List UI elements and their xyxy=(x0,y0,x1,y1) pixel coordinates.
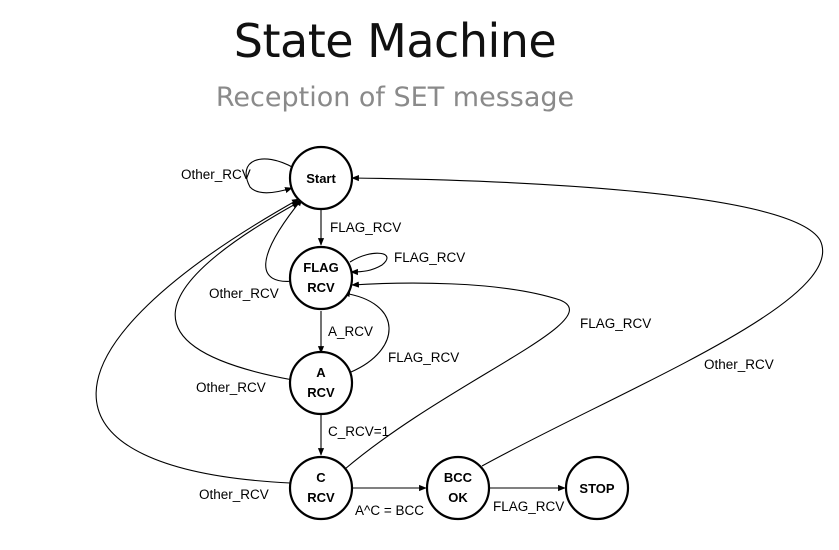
edge-c-to-start xyxy=(95,198,300,484)
svg-text:OK: OK xyxy=(448,490,468,505)
label-start-self: Other_RCV xyxy=(181,167,251,182)
edge-bcc-to-start xyxy=(351,175,824,467)
svg-text:A: A xyxy=(316,365,326,380)
svg-text:C: C xyxy=(316,470,326,485)
label-flag-to-start: Other_RCV xyxy=(209,286,279,301)
edge-a-to-start xyxy=(174,201,300,381)
label-c-to-start: Other_RCV xyxy=(199,487,269,502)
label-start-to-flag: FLAG_RCV xyxy=(330,220,401,235)
label-c-to-bcc: A^C = BCC xyxy=(355,503,424,518)
state-stop: STOP xyxy=(564,455,630,521)
label-a-to-c: C_RCV=1 xyxy=(328,424,389,439)
page-title: State Machine xyxy=(233,14,557,68)
state-a-rcv: A RCV xyxy=(288,350,354,416)
svg-text:FLAG: FLAG xyxy=(303,260,338,275)
state-c-rcv: C RCV xyxy=(288,455,354,521)
svg-text:RCV: RCV xyxy=(307,280,335,295)
page-subtitle: Reception of SET message xyxy=(215,82,575,113)
state-flag-rcv: FLAG RCV xyxy=(288,245,354,311)
label-flag-to-a: A_RCV xyxy=(328,324,373,339)
label-flag-self: FLAG_RCV xyxy=(394,250,465,265)
label-c-to-flag: FLAG_RCV xyxy=(580,316,651,331)
edge-c-to-flag xyxy=(344,281,570,470)
edge-flag-to-start xyxy=(265,198,303,282)
state-start: Start xyxy=(288,145,354,211)
svg-text:RCV: RCV xyxy=(307,490,335,505)
transitions xyxy=(95,158,824,492)
edge-start-self xyxy=(245,158,295,194)
edge-a-to-flag xyxy=(342,290,390,373)
label-a-to-start: Other_RCV xyxy=(196,380,266,395)
svg-text:BCC: BCC xyxy=(444,470,473,485)
label-a-to-flag: FLAG_RCV xyxy=(388,350,459,365)
svg-text:STOP: STOP xyxy=(579,481,614,496)
state-bcc-ok: BCC OK xyxy=(425,455,491,521)
label-bcc-to-start: Other_RCV xyxy=(704,357,774,372)
label-bcc-to-stop: FLAG_RCV xyxy=(493,499,564,514)
edge-flag-self xyxy=(349,252,388,276)
svg-text:Start: Start xyxy=(306,171,336,186)
svg-text:RCV: RCV xyxy=(307,385,335,400)
